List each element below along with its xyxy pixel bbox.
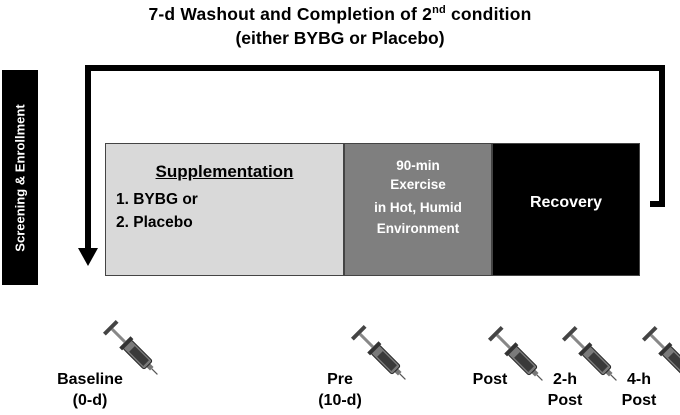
- timepoint-4h-post: 4-h Post: [604, 369, 674, 411]
- diagram-subtitle: (either BYBG or Placebo): [235, 28, 445, 48]
- timepoint-2h-post: 2-h Post: [530, 369, 600, 411]
- timepoint-baseline: Baseline (0-d): [30, 369, 150, 411]
- supplementation-item-1: 1. BYBG or: [116, 191, 198, 208]
- timepoint-label: Pre: [327, 371, 353, 388]
- diagram-title: 7-d Washout and Completion of 2nd condit…: [0, 4, 680, 25]
- exercise-line-1: 90-min: [396, 158, 440, 173]
- title-line1-text: 7-d Washout and Completion of 2: [148, 4, 433, 24]
- timepoint-label: Baseline: [57, 371, 123, 388]
- timepoint-sublabel: (0-d): [72, 392, 108, 409]
- timepoint-post: Post: [455, 369, 525, 390]
- title-superscript: nd: [432, 4, 446, 17]
- stage-exercise: 90-min Exercise in Hot, Humid Environmen…: [344, 143, 492, 276]
- exercise-line-2: Exercise: [390, 177, 446, 192]
- supplementation-item-2: 2. Placebo: [116, 214, 193, 231]
- exercise-line-4: Environment: [376, 221, 460, 236]
- timepoint-label: 4-h: [627, 371, 651, 388]
- screening-sidebar: Screening & Enrollment: [2, 70, 38, 285]
- washout-arrow-line: [85, 65, 665, 252]
- exercise-line-3: in Hot, Humid: [374, 200, 462, 215]
- timepoint-label: Post: [472, 371, 508, 388]
- stage-recovery: Recovery: [492, 143, 640, 276]
- timepoint-pre: Pre (10-d): [300, 369, 380, 411]
- recovery-label: Recovery: [529, 194, 603, 211]
- timepoint-sublabel: Post: [621, 392, 657, 409]
- supplementation-heading: Supplementation: [155, 162, 294, 181]
- timepoint-sublabel: Post: [547, 392, 583, 409]
- title-line1-suffix: condition: [445, 4, 532, 24]
- timepoint-sublabel: (10-d): [318, 392, 362, 409]
- timepoint-label: 2-h: [553, 371, 577, 388]
- stage-supplementation: Supplementation 1. BYBG or 2. Placebo: [105, 143, 344, 276]
- washout-arrowhead: [78, 248, 98, 266]
